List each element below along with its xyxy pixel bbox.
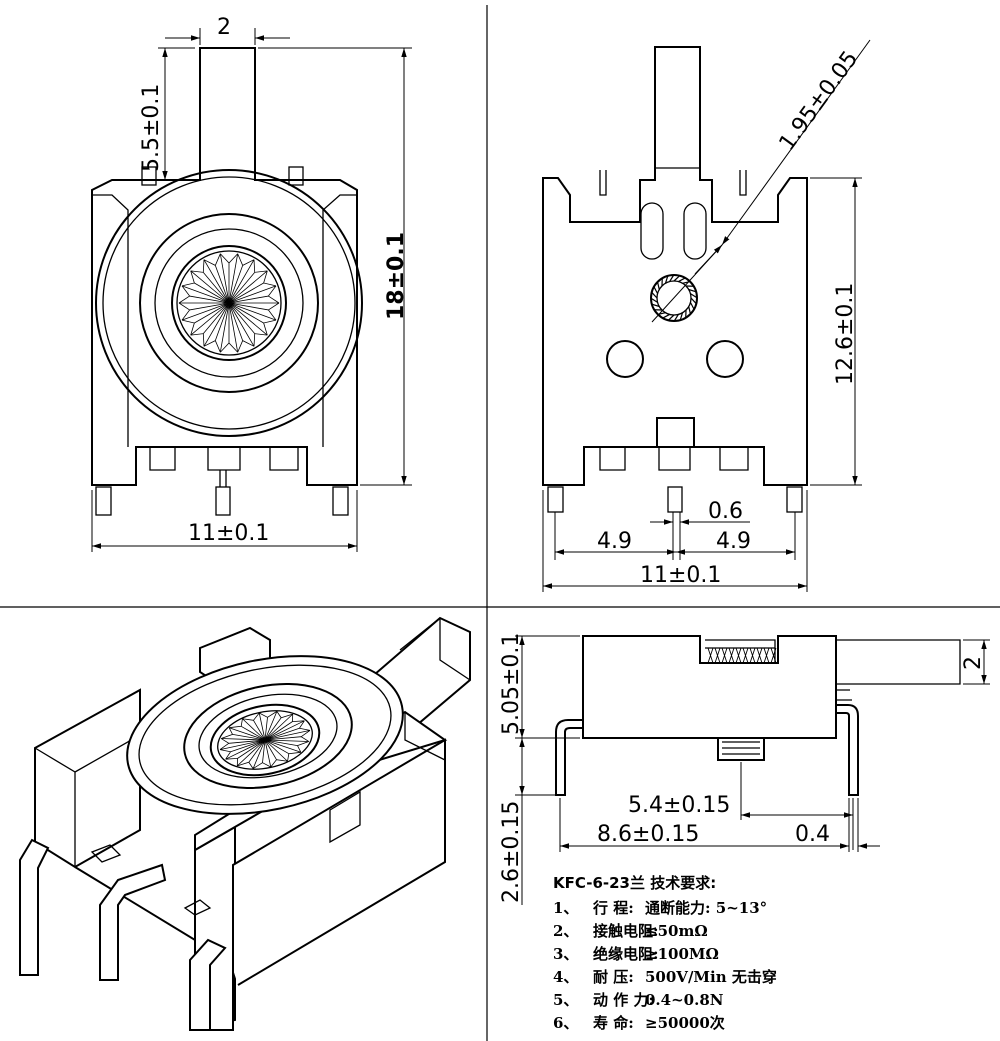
dim-label: 0.4	[795, 822, 830, 847]
pin-top-left	[141, 166, 157, 186]
note-item: 5、动 作 力:0.4~0.8N	[553, 991, 724, 1009]
dim-label: 4.9	[597, 529, 632, 554]
dim-label: 12.6±0.1	[833, 283, 858, 385]
dim-label: 5.4±0.15	[628, 793, 730, 818]
note-item: 3、绝缘电阻:≥100MΩ	[553, 945, 719, 963]
dim-label: 2.6±0.15	[499, 801, 524, 903]
note-item: 1、行 程:通断能力: 5~13°	[553, 899, 768, 917]
dim-label: 4.9	[716, 529, 751, 554]
dim-label: 2	[217, 15, 231, 40]
iso-knob-serration	[219, 711, 311, 769]
side-view: 5.05±0.1 2.6±0.15 2 5.4±0.15 8.6±0.15 0.…	[499, 633, 990, 905]
technical-requirements: KFC-6-23兰 技术要求: 1、行 程:通断能力: 5~13° 2、接触电阻…	[553, 872, 993, 1035]
note-item: 6、寿 命:≥50000次	[553, 1014, 725, 1032]
hole-knurl	[650, 274, 698, 322]
side-knurl	[707, 647, 777, 664]
dim-label: 5.5±0.1	[139, 84, 164, 172]
note-item: 4、耐 压:500V/Min 无击穿	[553, 968, 777, 986]
pin-top-right	[288, 166, 304, 186]
rear-view: 1.95±0.05 12.6±0.1 0.6 4.9 4.9 11±0.1	[542, 39, 871, 592]
dim-label: 0.6	[708, 499, 743, 524]
shaft-hole	[650, 274, 698, 322]
slot-left	[640, 202, 664, 260]
front-view: 2 5.5±0.1 18±0.1 11±0.1	[91, 15, 412, 552]
dim-label: 2	[961, 656, 986, 670]
dim-label: 8.6±0.15	[597, 822, 699, 847]
knob-serration	[178, 253, 280, 353]
dim-label: 5.05±0.1	[499, 633, 524, 735]
note-item: 2、接触电阻:≤50mΩ	[553, 922, 708, 940]
slot-right	[683, 202, 707, 260]
dim-label: 18±0.1	[384, 232, 409, 320]
notes-title: KFC-6-23兰 技术要求:	[553, 874, 717, 892]
dim-label: 11±0.1	[188, 521, 269, 546]
dim-label: 11±0.1	[640, 563, 721, 588]
dim-label: 1.95±0.05	[775, 47, 864, 156]
isometric-view	[19, 616, 471, 1031]
